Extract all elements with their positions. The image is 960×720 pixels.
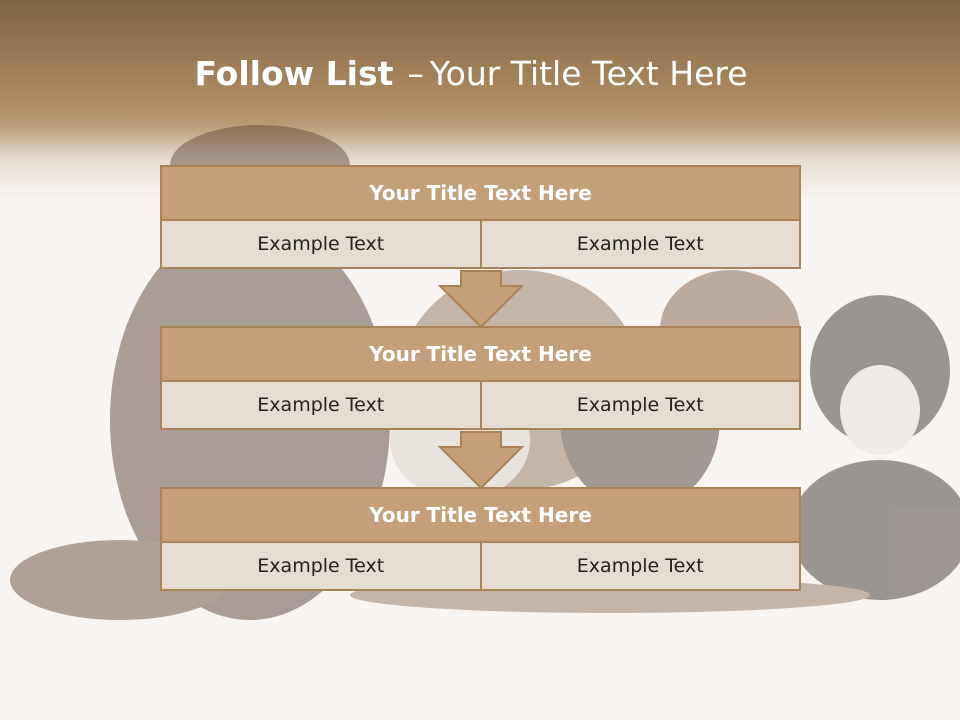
step-cell-right: Example Text	[479, 380, 801, 430]
title-bold: Follow List	[194, 54, 394, 93]
step-cell-left: Example Text	[160, 219, 482, 269]
step-block-1: Your Title Text Here Example Text Exampl…	[160, 165, 801, 269]
step-row: Example Text Example Text	[160, 219, 801, 269]
step-cell-left: Example Text	[160, 541, 482, 591]
step-block-3: Your Title Text Here Example Text Exampl…	[160, 487, 801, 591]
step-cell-left: Example Text	[160, 380, 482, 430]
title-rest: Your Title Text Here	[429, 54, 748, 93]
step-cell-right: Example Text	[479, 219, 801, 269]
title-separator: –	[407, 54, 424, 93]
step-block-2: Your Title Text Here Example Text Exampl…	[160, 326, 801, 430]
down-arrow-icon	[438, 270, 524, 328]
step-cell-right: Example Text	[479, 541, 801, 591]
step-title: Your Title Text Here	[160, 326, 801, 382]
step-title: Your Title Text Here	[160, 487, 801, 543]
step-row: Example Text Example Text	[160, 380, 801, 430]
down-arrow-icon	[438, 431, 524, 489]
step-title: Your Title Text Here	[160, 165, 801, 221]
step-row: Example Text Example Text	[160, 541, 801, 591]
slide-title: Follow List–Your Title Text Here	[0, 54, 942, 93]
